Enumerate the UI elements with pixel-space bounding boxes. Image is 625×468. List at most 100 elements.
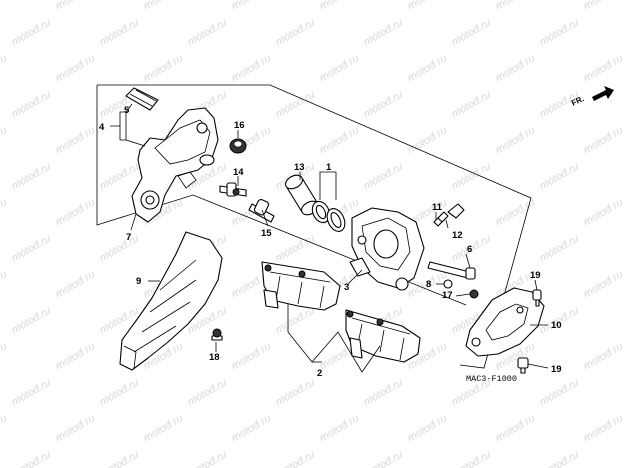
watermark-text: motod.ru — [54, 0, 98, 13]
watermark-text: motod.ru — [494, 52, 538, 84]
watermark-text: motod.ru — [450, 448, 494, 468]
watermark-text: motod.ru — [0, 124, 9, 156]
watermark-text: motod.ru — [142, 412, 186, 444]
watermark-text: motod.ru — [582, 0, 625, 13]
watermark-text: motod.ru — [230, 52, 274, 84]
watermark-text: motod.ru — [10, 376, 54, 408]
watermark-text: motod.ru — [318, 124, 362, 156]
callout-4: 4 — [99, 122, 105, 133]
watermark-text: motod.ru — [10, 232, 54, 264]
front-direction-indicator: FR. — [570, 86, 614, 108]
callout-6: 6 — [467, 244, 472, 255]
watermark-text: motod.ru — [98, 160, 142, 192]
diagram-code: MAC3-F1000 — [466, 374, 517, 384]
callout-18: 18 — [209, 352, 220, 363]
watermark-text: motod.ru — [406, 412, 450, 444]
callout-16: 16 — [234, 120, 245, 131]
watermark-text: motod.ru — [0, 196, 9, 228]
watermark-text: motod.ru — [362, 448, 406, 468]
callout-9: 9 — [136, 276, 141, 287]
mounting-bolt — [427, 261, 476, 280]
watermark-text: motod.ru — [582, 268, 625, 300]
cover-screw — [211, 328, 223, 341]
watermark-text: motod.ru — [54, 124, 98, 156]
watermark-text: motod.ru — [98, 448, 142, 468]
watermark-text: motod.ru — [0, 0, 9, 13]
callout-12: 12 — [452, 230, 463, 241]
brake-pad-outer — [345, 309, 421, 363]
piston-seals — [311, 200, 346, 232]
watermark-text: motod.ru — [274, 376, 318, 408]
pin-bolt — [219, 182, 247, 197]
callout-19-upper: 19 — [530, 270, 541, 281]
watermark-text: motod.ru — [318, 0, 362, 13]
watermark-text: motod.ru — [494, 412, 538, 444]
watermark-text: motod.ru — [318, 412, 362, 444]
watermark-text: motod.ru — [362, 88, 406, 120]
watermark-text: motod.ru — [582, 52, 625, 84]
watermark-text: motod.ru — [54, 196, 98, 228]
caliper-guard — [465, 287, 545, 357]
callout-14: 14 — [233, 167, 244, 178]
watermark-text: motod.ru — [582, 124, 625, 156]
watermark-text: motod.ru — [582, 340, 625, 372]
watermark-text: motod.ru — [362, 376, 406, 408]
watermark-text: motod.ru — [10, 16, 54, 48]
bleeder-screw — [433, 203, 465, 227]
watermark-text: motod.ru — [538, 448, 582, 468]
watermark-text: motod.ru — [98, 376, 142, 408]
guard-screw-lower — [517, 357, 529, 374]
watermark-text: motod.ru — [186, 376, 230, 408]
callout-1: 1 — [326, 162, 332, 173]
watermark-text: motod.ru — [318, 52, 362, 84]
watermark-text: motod.ru — [582, 196, 625, 228]
watermark-text: motod.ru — [406, 52, 450, 84]
callout-19-lower: 19 — [551, 364, 562, 375]
disc-cover — [119, 231, 223, 371]
watermark-text: motod.ru — [0, 412, 9, 444]
watermark-text: motod.ru — [538, 232, 582, 264]
watermark-text: motod.ru — [406, 0, 450, 13]
watermark-text: motod.ru — [98, 16, 142, 48]
watermark-text: motod.ru — [230, 412, 274, 444]
watermark-text: motod.ru — [582, 412, 625, 444]
watermark-text: motod.ru — [538, 16, 582, 48]
watermark-text: motod.ru — [0, 268, 9, 300]
callout-13: 13 — [294, 162, 305, 173]
callouts: 4 5 7 16 14 15 13 1 3 11 12 6 8 17 9 18 … — [99, 105, 562, 379]
watermark-text: motod.ru — [186, 16, 230, 48]
watermark-text: motod.ru — [538, 376, 582, 408]
watermark-text: motod.ru — [98, 232, 142, 264]
watermark-text: motod.ru — [274, 88, 318, 120]
brake-pad-inner — [261, 261, 341, 311]
watermark-text: motod.ru — [230, 340, 274, 372]
watermark-text: motod.ru — [10, 160, 54, 192]
watermark-text: motod.ru — [450, 16, 494, 48]
watermark-text: motod.ru — [10, 448, 54, 468]
watermark-text: motod.ru — [54, 412, 98, 444]
small-bolt — [469, 289, 479, 299]
callout-11: 11 — [432, 202, 443, 213]
watermark-text: motod.ru — [0, 340, 9, 372]
callout-2: 2 — [317, 368, 322, 379]
watermark-text: motod.ru — [230, 0, 274, 13]
watermark-text: motod.ru — [142, 0, 186, 13]
watermark-text: motod.ru — [274, 16, 318, 48]
watermark-text: motod.ru — [274, 448, 318, 468]
front-arrow-icon — [592, 86, 614, 101]
callout-17: 17 — [442, 290, 453, 301]
watermark-text: motod.ru — [494, 196, 538, 228]
bleeder-cap — [229, 138, 247, 154]
watermark-text: motod.ru — [362, 16, 406, 48]
washer — [443, 279, 453, 289]
watermark-text: motod.ru — [10, 304, 54, 336]
watermark-text: motod.ru — [494, 0, 538, 13]
caliper-pin — [248, 198, 275, 223]
callout-7: 7 — [126, 232, 131, 243]
watermark-text: motod.ru — [142, 52, 186, 84]
watermark-text: motod.ru — [54, 268, 98, 300]
watermark-text: motod.ru — [450, 88, 494, 120]
